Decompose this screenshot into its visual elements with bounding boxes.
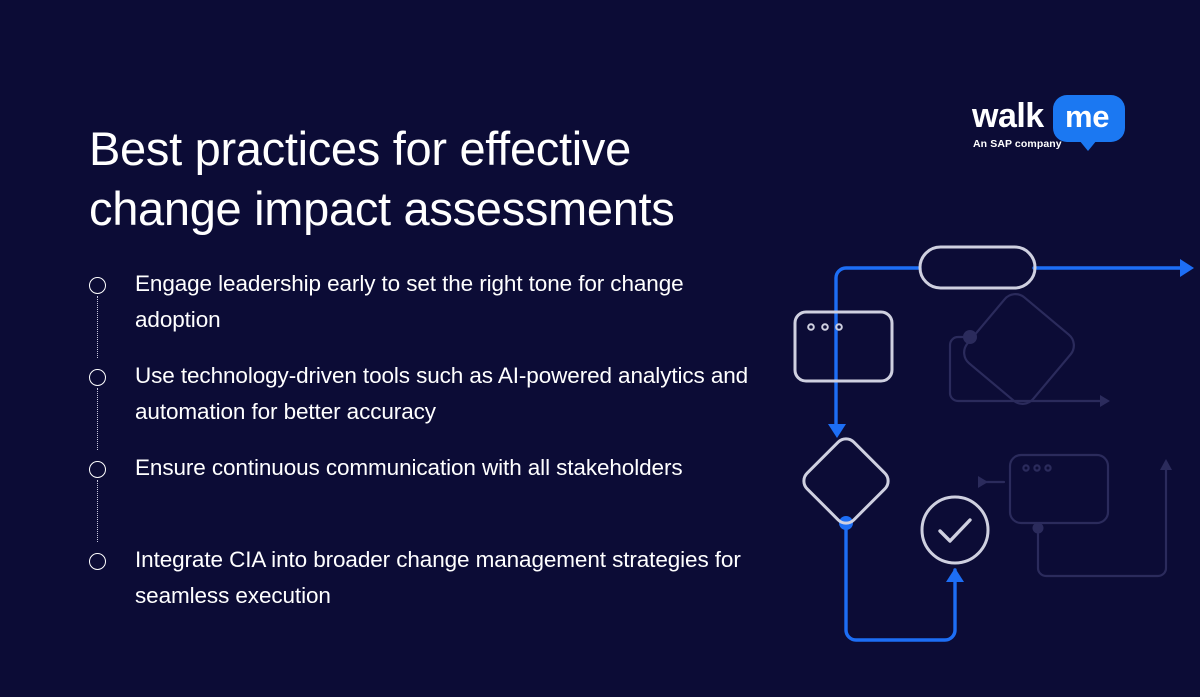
- window-dot-icon: [1044, 464, 1052, 472]
- faded-diagram-layer: [948, 293, 1168, 578]
- circle-outline-icon: [89, 553, 106, 570]
- page-title: Best practices for effective change impa…: [89, 122, 675, 236]
- best-practices-list: Engage leadership early to set the right…: [89, 266, 749, 634]
- faded-arrowhead-icon: [978, 476, 988, 488]
- faded-connector-dot: [963, 330, 977, 344]
- window-card-top: [793, 310, 894, 383]
- faded-arrowhead-icon: [1100, 395, 1110, 407]
- pill-node: [918, 245, 1037, 290]
- blue-path-main: [834, 266, 922, 430]
- blue-connector-layer: [834, 266, 1186, 642]
- window-dot-icon: [835, 323, 843, 331]
- decision-diamond: [802, 437, 890, 525]
- logo-wordmark-walk: walk: [972, 97, 1044, 135]
- faded-connector-dot: [1032, 522, 1044, 534]
- faded-path-diamond: [948, 335, 1102, 403]
- window-dot-icon: [807, 323, 815, 331]
- circle-outline-icon: [89, 461, 106, 478]
- blue-arrowhead-icon: [946, 568, 964, 582]
- circle-outline-icon: [89, 369, 106, 386]
- logo-tagline: An SAP company: [973, 138, 1062, 150]
- list-item-label: Use technology-driven tools such as AI-p…: [135, 363, 749, 424]
- window-dot-icon: [821, 323, 829, 331]
- blue-arrowhead-icon: [1180, 259, 1194, 277]
- list-item: Use technology-driven tools such as AI-p…: [89, 358, 749, 450]
- blue-arrowhead-icon: [828, 424, 846, 438]
- walkme-logo: walk me An SAP company: [965, 95, 1135, 157]
- check-icon: [938, 518, 972, 543]
- list-item-label: Integrate CIA into broader change manage…: [135, 547, 741, 608]
- workflow-diagram: [780, 230, 1200, 670]
- circle-outline-icon: [89, 277, 106, 294]
- logo-bubble-tail-icon: [1079, 140, 1097, 151]
- list-item-label: Engage leadership early to set the right…: [135, 271, 684, 332]
- faded-diamond: [963, 293, 1075, 405]
- faded-arrowhead-icon: [1160, 459, 1172, 470]
- window-dot-icon: [1022, 464, 1030, 472]
- window-card-bottom: [1008, 453, 1110, 525]
- list-item: Ensure continuous communication with all…: [89, 450, 749, 542]
- list-item: Integrate CIA into broader change manage…: [89, 542, 749, 634]
- bright-diagram-layer: [793, 245, 1037, 565]
- blue-diagram-markers: [828, 259, 1194, 582]
- dotted-connector: [97, 388, 98, 450]
- list-item-label: Ensure continuous communication with all…: [135, 455, 683, 480]
- list-item: Engage leadership early to set the right…: [89, 266, 749, 358]
- dotted-connector: [97, 480, 98, 542]
- faded-diagram-markers: [963, 330, 1172, 534]
- window-card-top-dots: [807, 323, 843, 331]
- logo-speech-bubble-icon: me: [1053, 95, 1125, 151]
- dotted-connector: [97, 296, 98, 358]
- check-circle: [920, 495, 990, 565]
- faded-path-card: [1036, 468, 1168, 578]
- logo-wordmark-me: me: [1065, 99, 1110, 134]
- blue-arrow-to-check: [844, 520, 957, 642]
- window-dot-icon: [1033, 464, 1041, 472]
